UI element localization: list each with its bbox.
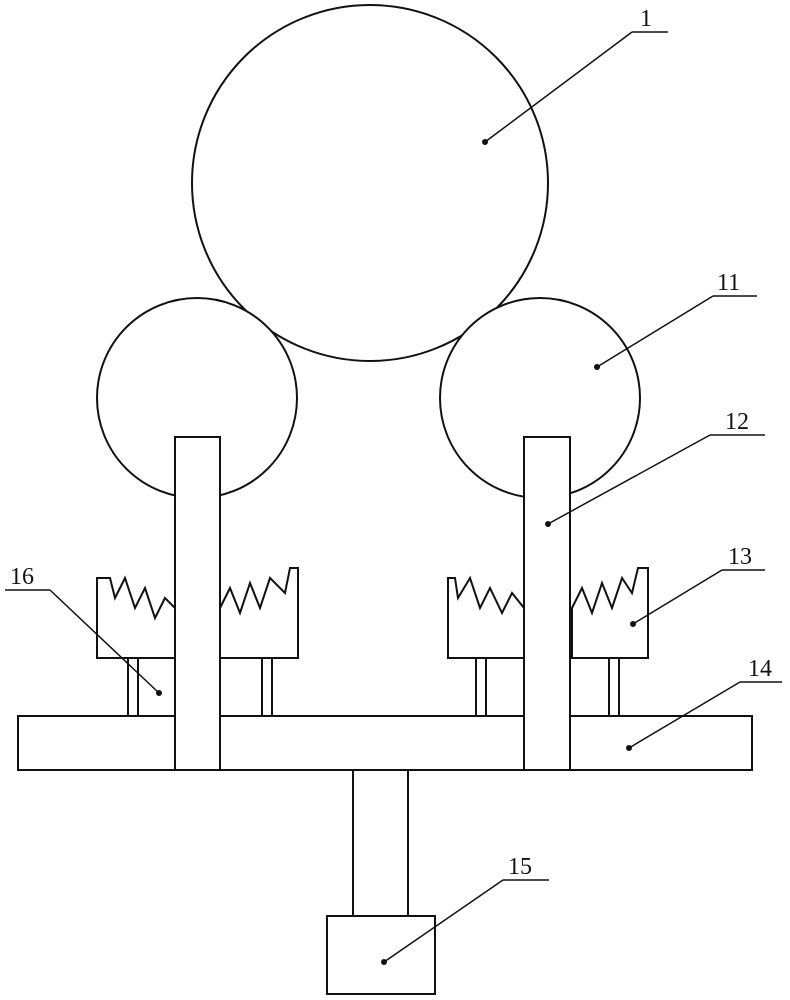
left-clamp-assembly [96,567,299,717]
callout-label-16: 16 [10,564,34,590]
leader-line-11 [596,295,714,368]
callout-label-15: 15 [508,854,532,880]
right-clamp-leg-left [475,657,487,717]
large-roller [191,4,549,362]
leader-line-13 [632,569,723,625]
base-plate [17,715,753,771]
callout-label-1: 1 [640,6,652,32]
leader-dot-16 [156,690,162,696]
right-clamp-block-left [447,575,525,659]
drive-box [326,915,436,995]
leader-dot-15 [381,959,387,965]
leader-dot-13 [630,621,636,627]
callout-13: 13 [630,544,765,627]
right-post [523,436,571,771]
callout-16: 16 [5,564,162,696]
leader-line-12 [547,434,711,525]
leader-dot-11 [594,364,600,370]
left-clamp-leg-left [127,657,139,717]
leader-line-16 [49,589,160,694]
callout-12: 12 [545,409,765,527]
left-post [174,436,221,771]
callout-label-14: 14 [748,656,772,682]
leader-dot-12 [545,521,551,527]
left-clamp-block-right [219,567,299,659]
callout-15: 15 [381,854,549,965]
right-clamp-leg-right [608,657,620,717]
leader-dot-14 [626,745,632,751]
callout-14: 14 [626,656,782,751]
leader-line-15 [383,879,504,963]
left-clamp-leg-right [261,657,273,717]
drive-column [352,769,409,917]
callout-11: 11 [594,270,757,370]
right-clamp-assembly [447,567,649,717]
callout-label-13: 13 [728,544,752,570]
left-clamp-block-left [96,575,176,659]
callout-label-12: 12 [725,409,749,435]
right-clamp-block-right [571,567,649,659]
leader-line-14 [628,681,741,749]
leader-dot-1 [482,139,488,145]
leader-line-1 [484,31,633,143]
callout-label-11: 11 [717,270,740,296]
callout-1: 1 [482,6,668,145]
